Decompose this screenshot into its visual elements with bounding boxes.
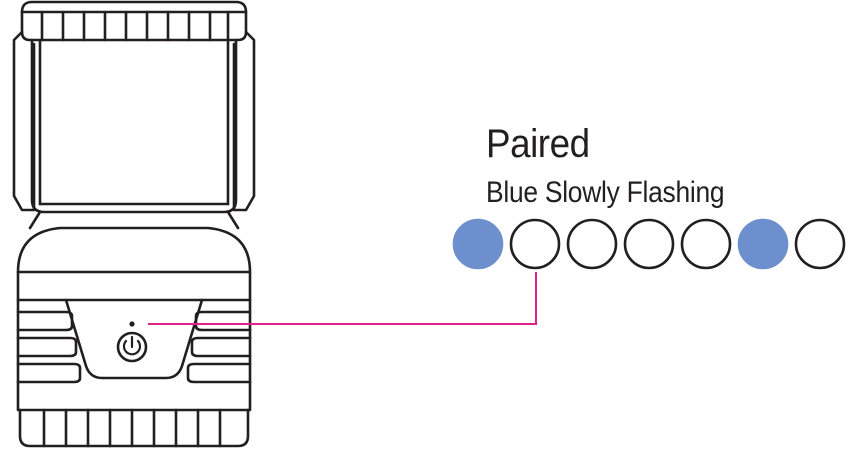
led-state-2-off — [509, 218, 561, 270]
lantern-body — [16, 226, 252, 412]
led-state-5-off — [680, 218, 732, 270]
lantern-handle-right — [232, 30, 256, 212]
led-state-3-off — [566, 218, 618, 270]
led-state-6-on — [737, 218, 789, 270]
led-state-4-off — [623, 218, 675, 270]
callout-line — [148, 272, 537, 325]
status-description: Blue Slowly Flashing — [486, 176, 725, 209]
power-icon[interactable] — [116, 331, 148, 363]
led-state-7-off — [794, 218, 846, 270]
lantern-handle-left — [12, 30, 36, 212]
lantern-globe — [30, 38, 238, 214]
lantern-grip-left — [16, 310, 82, 384]
lantern-base — [18, 408, 250, 448]
status-title: Paired — [486, 122, 590, 166]
lantern-neck — [28, 210, 240, 230]
led-state-1-on — [452, 218, 504, 270]
status-led-indicator — [129, 321, 135, 327]
lantern-grip-right — [186, 310, 252, 384]
